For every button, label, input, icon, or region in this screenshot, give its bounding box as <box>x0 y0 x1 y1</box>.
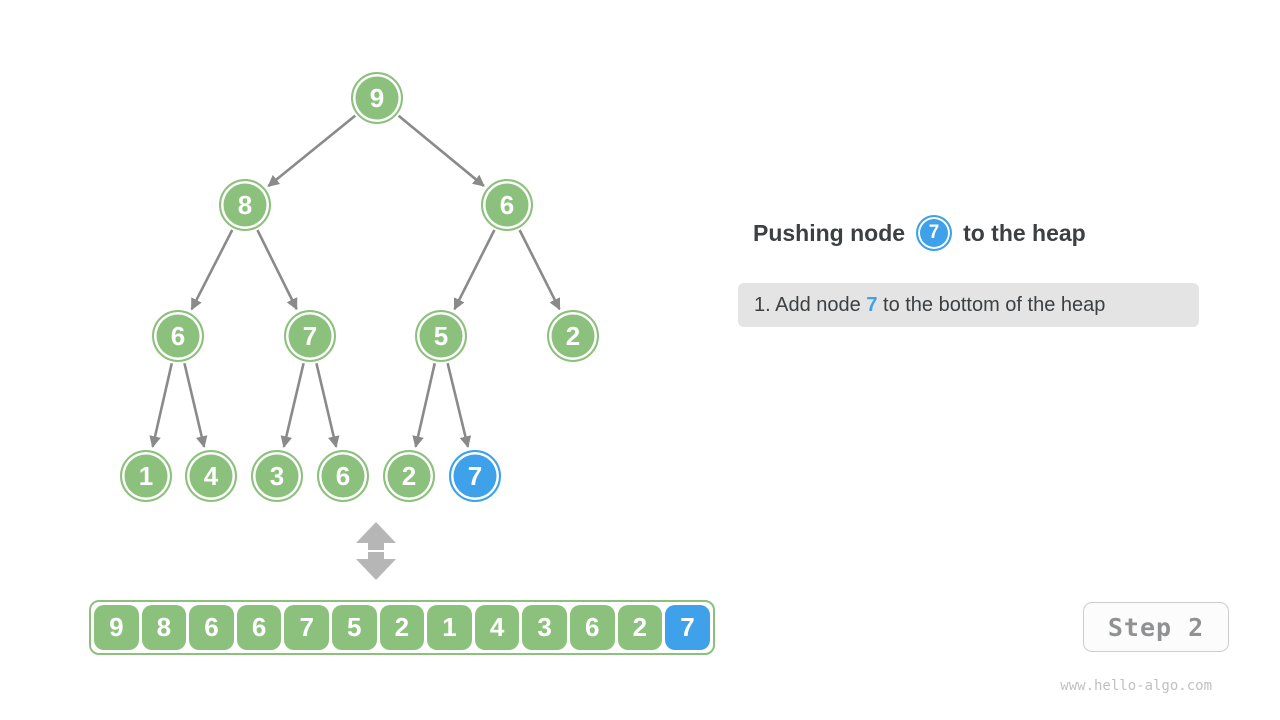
tree-node-8-value-4: 4 <box>185 450 237 502</box>
array-cell-12-value-7: 7 <box>665 605 710 650</box>
array-cell-6-value-2: 2 <box>379 605 425 650</box>
array-cell-0-value-9: 9 <box>94 605 139 650</box>
tree-edge <box>315 362 340 448</box>
tree-node-6-value-2: 2 <box>547 310 599 362</box>
tree-node-4-value-7: 7 <box>284 310 336 362</box>
tree-node-7-value-1: 1 <box>120 450 172 502</box>
array-cell-1-value-8: 8 <box>141 605 187 650</box>
panel-title-suffix: to the heap <box>963 219 1086 246</box>
instruction-suffix: to the bottom of the heap <box>877 293 1106 316</box>
tree-edge <box>183 362 208 448</box>
tree-array-equivalence-arrow-icon <box>356 522 396 580</box>
step-indicator-button[interactable]: Step 2 <box>1083 602 1229 652</box>
array-cell-8-value-4: 4 <box>474 605 520 650</box>
array-cell-11-value-2: 2 <box>617 605 663 650</box>
tree-node-10-value-6: 6 <box>317 450 369 502</box>
tree-edge <box>149 363 174 448</box>
tree-edge <box>397 114 485 187</box>
panel-title-prefix: Pushing node <box>753 219 906 246</box>
instruction-highlight-value: 7 <box>866 293 878 316</box>
tree-edge <box>412 363 437 448</box>
tree-node-5-value-5: 5 <box>415 310 467 362</box>
tree-edge <box>453 229 496 311</box>
tree-edge <box>446 362 472 448</box>
panel-title: Pushing node 7 to the heap <box>753 212 1086 254</box>
tree-edge <box>256 229 298 311</box>
tree-edge <box>280 362 305 448</box>
tree-node-12-value-7: 7 <box>449 450 501 502</box>
array-cell-3-value-6: 6 <box>236 605 282 650</box>
tree-node-2-value-6: 6 <box>481 179 533 231</box>
array-cell-7-value-1: 1 <box>427 605 472 650</box>
array-cell-9-value-3: 3 <box>522 605 567 650</box>
tree-edge <box>518 229 561 311</box>
array-cell-4-value-7: 7 <box>284 605 329 650</box>
array-cell-10-value-6: 6 <box>569 605 615 650</box>
tree-edge <box>267 114 357 188</box>
watermark-url: www.hello-algo.com <box>1060 678 1212 694</box>
tree-node-11-value-2: 2 <box>383 450 435 502</box>
instruction-box: 1. Add node 7 to the bottom of the heap <box>738 283 1199 327</box>
tree-node-0-value-9: 9 <box>351 72 403 124</box>
tree-node-9-value-3: 3 <box>251 450 303 502</box>
tree-edges <box>149 114 561 448</box>
array-cell-2-value-6: 6 <box>189 605 234 650</box>
pushed-node-badge: 7 <box>916 215 953 251</box>
instruction-prefix: 1. Add node <box>754 293 867 316</box>
tree-node-1-value-8: 8 <box>219 179 271 231</box>
tree-node-3-value-6: 6 <box>152 310 204 362</box>
tree-edge <box>190 229 234 311</box>
array-cell-5-value-5: 5 <box>331 605 377 650</box>
